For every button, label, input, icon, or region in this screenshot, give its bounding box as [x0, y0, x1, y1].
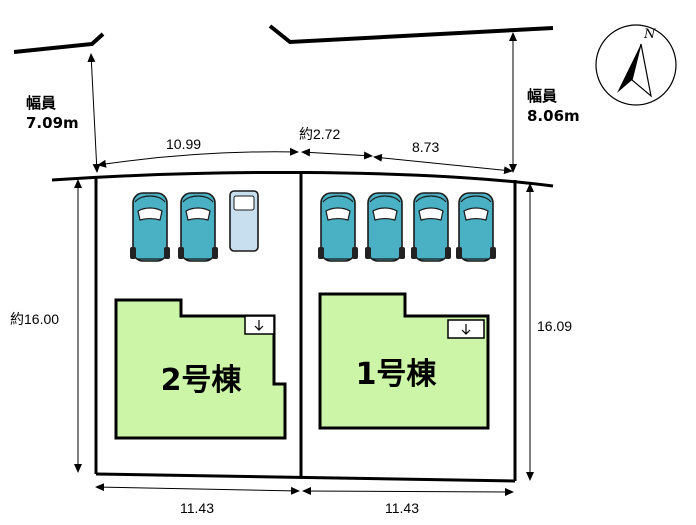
bottom-right: 11.43 — [385, 500, 419, 516]
down-arrow-icon — [461, 324, 471, 335]
car-icon — [229, 190, 259, 252]
depth-left: 約16.00 — [10, 311, 59, 327]
building-2: 2号棟 — [114, 298, 287, 440]
parking-lot1 — [317, 192, 497, 262]
road-edges — [13, 24, 554, 54]
road-left-width: 7.09m — [26, 114, 79, 132]
car-icon — [410, 192, 452, 262]
road-right-label: 幅員 — [527, 87, 557, 105]
depth-arrows — [74, 179, 534, 481]
car-icon — [364, 192, 406, 262]
lot-boundaries — [51, 170, 554, 483]
frontage-arrows — [97, 147, 513, 175]
road-right-width: 8.06m — [527, 107, 580, 125]
building-1-label: 1号棟 — [356, 357, 438, 392]
frontage-middle: 約2.72 — [299, 126, 340, 142]
compass-needle-icon — [617, 44, 641, 93]
compass-north-label: N — [643, 27, 656, 42]
down-arrow-icon — [254, 320, 264, 331]
road-width-arrows — [87, 32, 517, 173]
compass: N — [595, 24, 677, 106]
frontage-right: 8.73 — [412, 139, 439, 155]
car-icon — [177, 192, 219, 262]
car-icon — [129, 192, 171, 262]
frontage-left: 10.99 — [166, 136, 201, 152]
car-icon — [317, 192, 359, 262]
bottom-left: 11.43 — [180, 500, 214, 516]
building-2-label: 2号棟 — [161, 363, 243, 398]
building-1: 1号棟 — [318, 292, 490, 430]
bottom-arrows — [95, 483, 514, 496]
car-icon — [455, 192, 497, 262]
depth-right: 16.09 — [537, 318, 572, 334]
parking-lot2 — [129, 190, 259, 262]
road-left-label: 幅員 — [26, 94, 56, 112]
